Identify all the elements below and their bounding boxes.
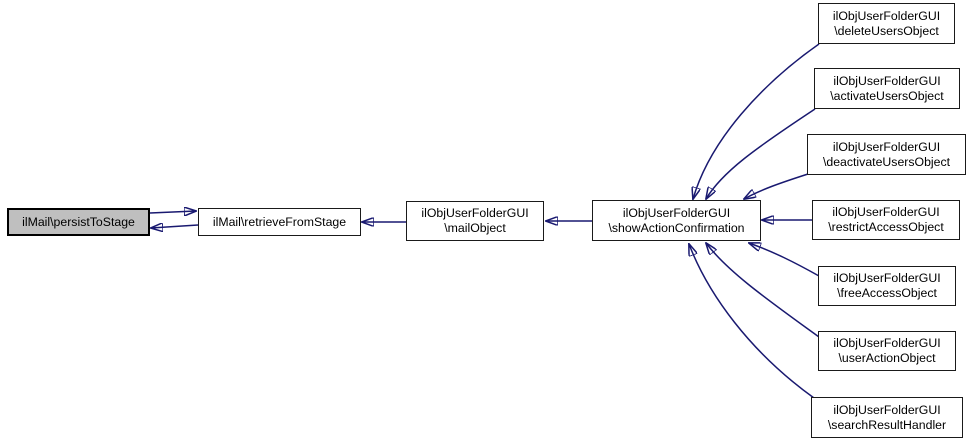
node-delete-users-object[interactable]: ilObjUserFolderGUI \deleteUsersObject [818,3,955,44]
node-search-result-handler[interactable]: ilObjUserFolderGUI \searchResultHandler [811,397,963,438]
node-user-action-object[interactable]: ilObjUserFolderGUI \userActionObject [818,331,956,371]
node-label-line2: \deactivateUsersObject [822,154,951,169]
edge-persist-to-retrieve [149,211,196,213]
node-retrieve-from-stage[interactable]: ilMail\retrieveFromStage [198,208,361,236]
edge-search-result-to-show-action [689,244,815,399]
node-free-access-object[interactable]: ilObjUserFolderGUI \freeAccessObject [818,266,956,306]
node-label-line2: \activateUsersObject [830,88,944,103]
node-label-line1: ilObjUserFolderGUI [832,139,941,154]
node-label-line1: ilObjUserFolderGUI [833,402,941,417]
node-label-line2: \showActionConfirmation [608,220,745,235]
node-label-line2: \restrictAccessObject [828,220,944,234]
node-label-line2: \userActionObject [838,351,936,365]
edge-user-action-to-show-action [706,243,820,338]
node-label-line2: \mailObject [444,221,506,235]
node-label-line1: ilObjUserFolderGUI [833,336,941,350]
node-persist-to-stage: ilMail\persistToStage [7,208,150,236]
node-show-action-confirmation[interactable]: ilObjUserFolderGUI \showActionConfirmati… [592,200,761,241]
edge-retrieve-to-persist [151,225,199,228]
node-label-line2: \searchResultHandler [827,417,947,432]
node-label: ilMail\persistToStage [22,214,135,229]
edge-delete-to-show-action [693,43,820,199]
node-label: ilMail\retrieveFromStage [212,214,347,229]
node-label-line2: \freeAccessObject [837,286,937,300]
node-label-line1: ilObjUserFolderGUI [832,205,940,219]
edge-free-access-to-show-action [749,243,820,277]
edge-deactivate-to-show-action [744,173,809,199]
node-label-line2: \deleteUsersObject [834,23,939,38]
node-label-line1: ilObjUserFolderGUI [421,206,529,220]
node-label-line1: ilObjUserFolderGUI [833,271,941,285]
node-label-line1: ilObjUserFolderGUI [833,73,941,88]
node-mail-object[interactable]: ilObjUserFolderGUI \mailObject [406,201,544,241]
node-deactivate-users-object[interactable]: ilObjUserFolderGUI \deactivateUsersObjec… [807,134,966,175]
node-restrict-access-object[interactable]: ilObjUserFolderGUI \restrictAccessObject [812,200,960,240]
edge-activate-to-show-action [706,108,816,199]
node-label-line1: ilObjUserFolderGUI [832,8,941,23]
node-label-line1: ilObjUserFolderGUI [622,205,731,220]
node-activate-users-object[interactable]: ilObjUserFolderGUI \activateUsersObject [814,68,960,109]
